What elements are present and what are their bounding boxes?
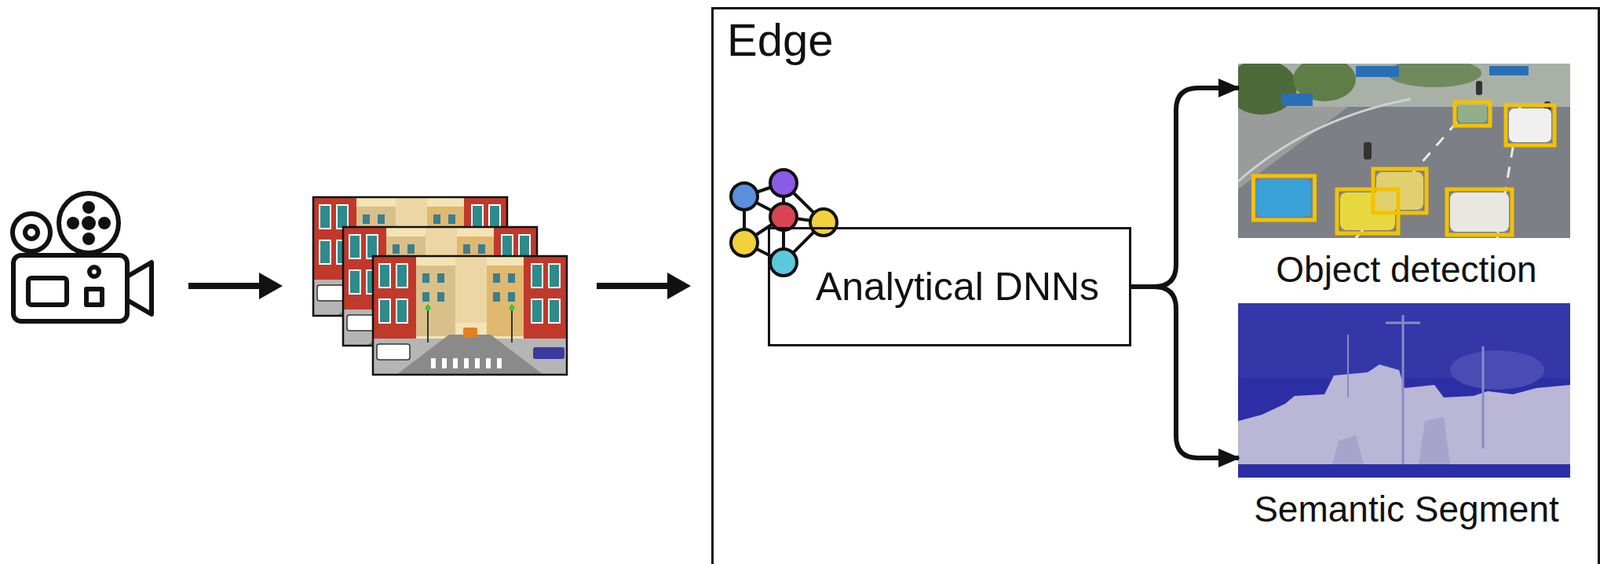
- video-frames: [313, 197, 567, 375]
- segmentation-image: [1238, 303, 1571, 478]
- detection-image: [1226, 57, 1571, 238]
- box-label: Analytical DNNs: [815, 263, 1100, 311]
- camera-icon: [12, 193, 152, 322]
- bracket-arrow: [1131, 286, 1239, 458]
- panel-caption: Object detection: [1240, 248, 1573, 292]
- result-panel: Object detection: [1240, 65, 1573, 292]
- bracket-arrow: [1131, 87, 1239, 287]
- region-title: Edge: [726, 12, 1598, 68]
- neural-net-icon: [730, 169, 837, 276]
- edge-region: EdgeAnalytical DNNs Object detectionSeman…: [711, 7, 1600, 564]
- process-box: Analytical DNNs: [767, 226, 1132, 347]
- result-panel: Semantic Segment: [1240, 305, 1573, 531]
- panel-caption: Semantic Segment: [1240, 487, 1573, 531]
